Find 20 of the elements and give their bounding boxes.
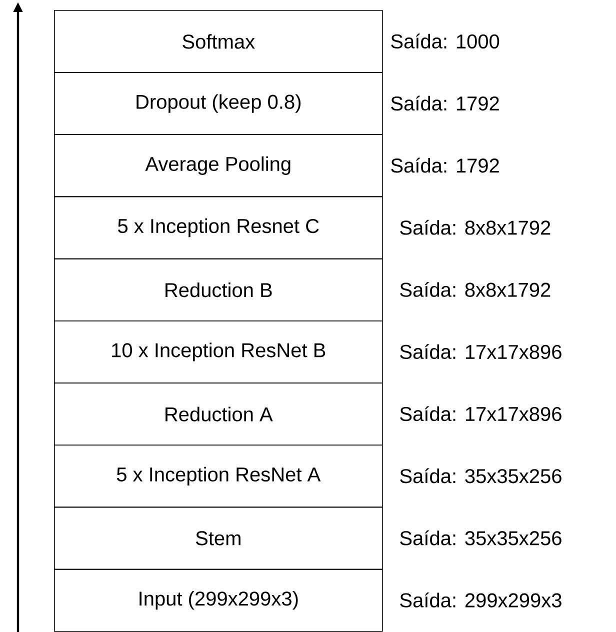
layer-box: 5 x Inception ResNet A [54, 444, 383, 508]
layer-box: Average Pooling [54, 134, 383, 198]
output-label: Saída: 35x35x256 [400, 468, 562, 484]
layer-box: 10 x Inception ResNet B [54, 320, 383, 384]
output-label: Saída: 35x35x256 [400, 530, 562, 546]
output-label: Saída: 17x17x896 [400, 344, 562, 359]
output-label: Saída: 17x17x896 [400, 406, 562, 422]
layer-box: 5 x Inception Resnet C [54, 196, 383, 260]
layer-box: Input (299x299x3) [54, 568, 383, 632]
layer-box: Reduction A [54, 382, 383, 446]
output-label: Saída: 8x8x1792 [400, 220, 550, 235]
output-label: Saída: 1000 [391, 34, 500, 48]
output-label: Saída: 1792 [391, 158, 499, 173]
layer-box: Reduction B [54, 258, 383, 322]
output-label: Saída: 8x8x1792 [400, 282, 550, 297]
layer-box: Softmax [54, 10, 383, 73]
output-label: Saída: 1792 [391, 96, 499, 111]
layer-box: Stem [54, 506, 383, 570]
output-label: Saída: 299x299x3 [400, 592, 562, 608]
layer-box: Dropout (keep 0.8) [54, 72, 383, 135]
